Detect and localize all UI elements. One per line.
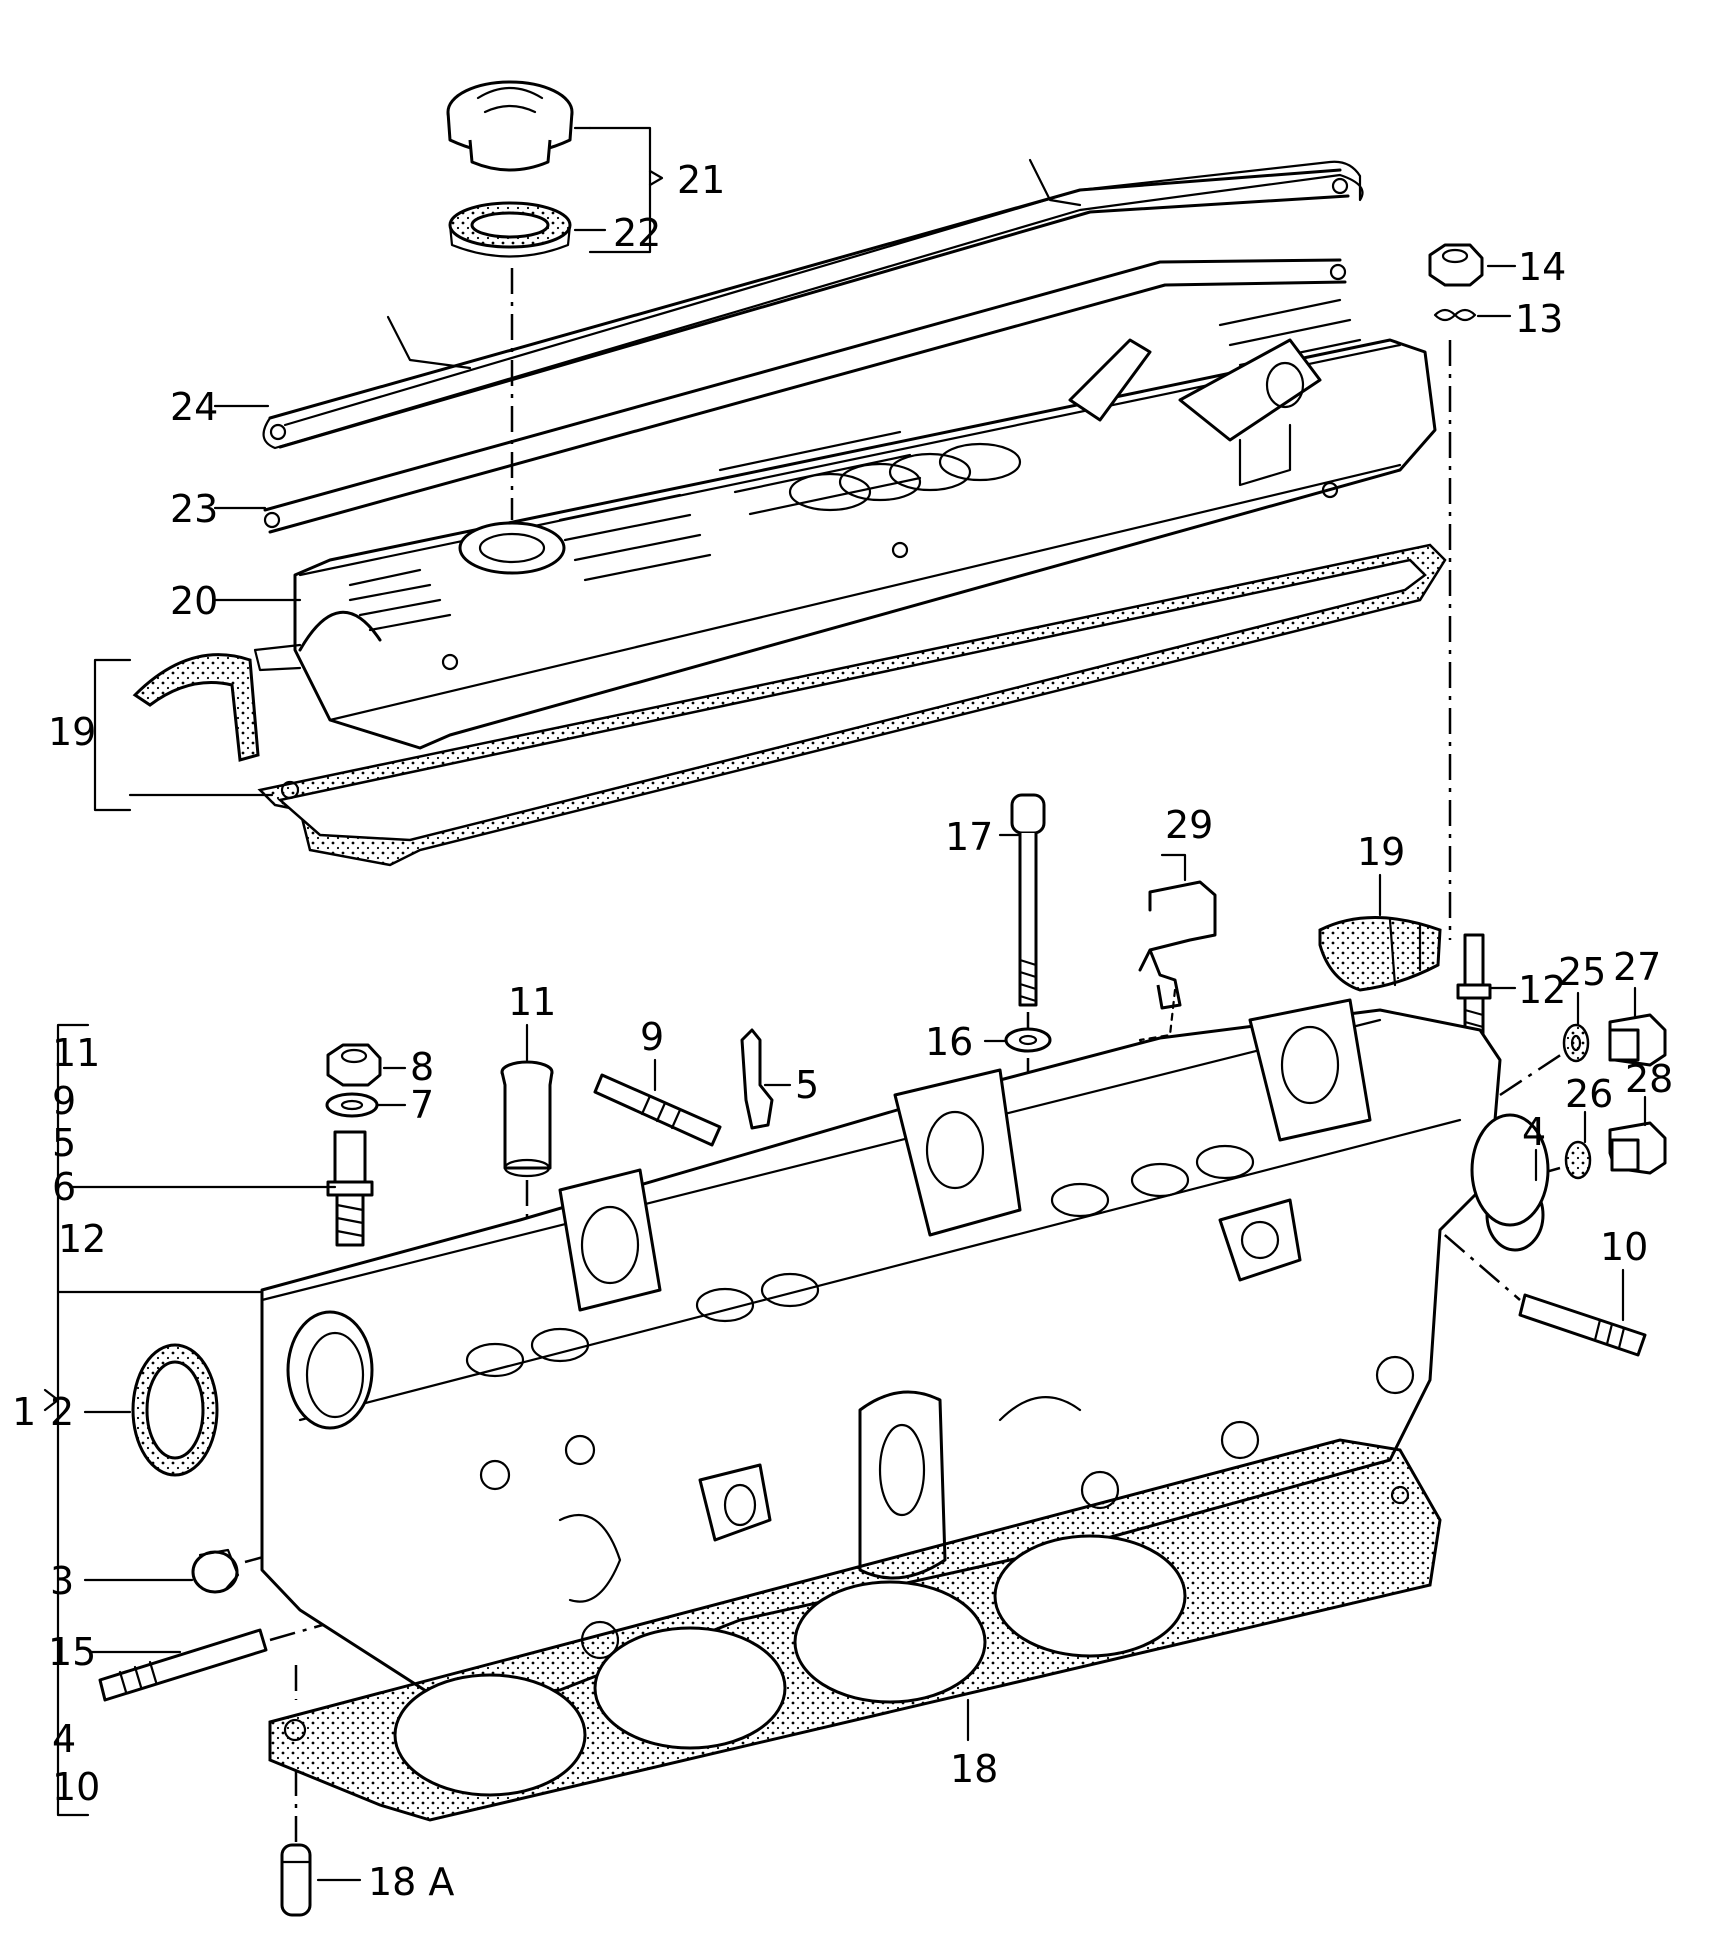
stud-6-icon — [326, 1130, 374, 1247]
callout-26: 26 — [1565, 1072, 1613, 1116]
dowel-5-icon — [740, 1028, 774, 1130]
head-bolt-17-icon — [1010, 793, 1046, 1007]
callout-5-top: 5 — [795, 1063, 819, 1107]
callout-13: 13 — [1515, 297, 1563, 341]
stud-15-icon — [98, 1628, 268, 1702]
cover-gasket-23-icon — [263, 258, 1347, 534]
head-gasket-icon — [268, 1438, 1442, 1822]
plug-27-icon — [1608, 1013, 1667, 1067]
callout-4-right: 4 — [1522, 1110, 1546, 1154]
kit-list: 11 9 5 6 12 4 10 — [52, 1031, 106, 1809]
nut-14-icon — [1428, 243, 1484, 287]
callout-29: 29 — [1165, 803, 1213, 847]
kit-list-item: 9 — [52, 1079, 76, 1123]
cover-gasket-24-icon — [262, 158, 1364, 450]
callout-18a: 18 A — [368, 1860, 454, 1904]
washer-13-icon — [1433, 308, 1477, 322]
washer-25-icon — [1562, 1023, 1590, 1063]
callout-22: 22 — [613, 211, 661, 255]
half-moon-seal-left-icon — [132, 653, 260, 762]
kit-list-item: 12 — [58, 1217, 106, 1261]
callout-24: 24 — [170, 385, 218, 429]
callout-28: 28 — [1625, 1057, 1673, 1101]
dowel-9-icon — [593, 1073, 722, 1147]
oil-filler-cap-icon — [446, 80, 574, 172]
callout-2: 2 — [50, 1390, 74, 1434]
nut-8-icon — [326, 1043, 382, 1087]
plug-28-icon — [1608, 1121, 1667, 1175]
cylinder-head-icon — [260, 998, 1550, 1702]
washer-7-icon — [325, 1092, 379, 1118]
callout-10-right: 10 — [1600, 1225, 1648, 1269]
callout-3: 3 — [50, 1559, 74, 1603]
callout-15: 15 — [48, 1630, 96, 1674]
callout-17: 17 — [945, 815, 993, 859]
callout-25: 25 — [1558, 950, 1606, 994]
filler-cap-seal-icon — [448, 201, 572, 258]
callout-20: 20 — [170, 579, 218, 623]
callout-14: 14 — [1518, 245, 1566, 289]
callout-8: 8 — [410, 1045, 434, 1089]
callout-12-right: 12 — [1518, 968, 1566, 1012]
seal-2-icon — [131, 1343, 219, 1477]
callout-7: 7 — [410, 1083, 434, 1127]
callout-1: 1 — [12, 1390, 36, 1434]
callout-19-right: 19 — [1357, 830, 1405, 874]
plug-3-icon — [191, 1548, 240, 1594]
callout-27: 27 — [1613, 945, 1661, 989]
washer-16-icon — [1004, 1027, 1052, 1053]
valve-cover-icon — [253, 298, 1437, 750]
half-moon-seal-right-icon — [1318, 916, 1442, 992]
kit-list-item: 4 — [52, 1717, 76, 1761]
stud-10-icon — [1518, 1293, 1647, 1357]
kit-list-item: 5 — [52, 1121, 76, 1165]
cover-gasket-icon — [257, 543, 1447, 867]
washer-26-icon — [1564, 1140, 1592, 1180]
callout-23: 23 — [170, 487, 218, 531]
valve-guide-11-icon — [500, 1060, 554, 1178]
callout-18: 18 — [950, 1747, 998, 1791]
callout-11-top: 11 — [508, 980, 556, 1024]
callout-16: 16 — [925, 1020, 973, 1064]
kit-list-item: 10 — [52, 1765, 100, 1809]
callout-21: 21 — [677, 158, 725, 202]
callout-9-top: 9 — [640, 1015, 664, 1059]
kit-list-item: 6 — [52, 1165, 76, 1209]
dowel-18a-icon — [280, 1843, 312, 1917]
kit-list-item: 11 — [52, 1031, 100, 1075]
callout-19-left: 19 — [48, 710, 96, 754]
